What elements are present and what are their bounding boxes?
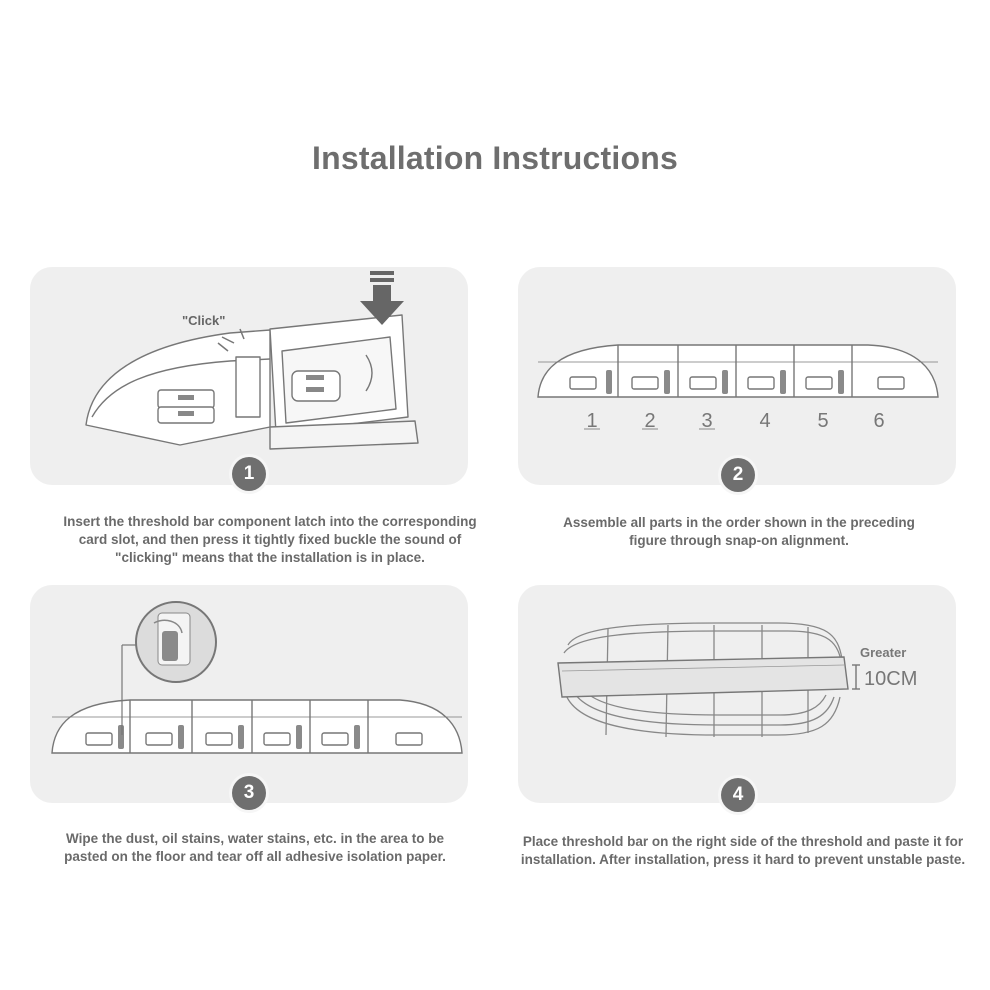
step-1-badge: 1 bbox=[232, 457, 266, 491]
step-4-illustration: Greater 10CM bbox=[557, 622, 917, 738]
click-label: "Click" bbox=[182, 313, 225, 328]
step-1-illustration: "Click" bbox=[85, 271, 419, 450]
step-3-caption: Wipe the dust, oil stains, water stains,… bbox=[64, 831, 446, 864]
step-4-caption: Place threshold bar on the right side of… bbox=[520, 834, 966, 867]
step-2-illustration: 1 2 3 4 5 6 bbox=[537, 344, 939, 432]
part-number-5: 5 bbox=[817, 410, 828, 432]
part-number-2: 2 bbox=[644, 410, 655, 432]
measure-value: 10CM bbox=[864, 668, 917, 690]
step-2-caption: Assemble all parts in the order shown in… bbox=[563, 515, 915, 548]
part-number-3: 3 bbox=[701, 410, 712, 432]
step-3-illustration bbox=[51, 601, 463, 754]
page-title: Installation Instructions bbox=[312, 140, 678, 176]
part-number-6: 6 bbox=[873, 410, 884, 432]
measure-label: Greater bbox=[860, 645, 906, 660]
step-2-badge: 2 bbox=[721, 458, 755, 492]
part-number-4: 4 bbox=[759, 410, 770, 432]
step-3-panel bbox=[30, 585, 468, 803]
step-4-badge: 4 bbox=[721, 778, 755, 812]
step-3-badge: 3 bbox=[232, 776, 266, 810]
part-number-1: 1 bbox=[586, 410, 597, 432]
step-1-caption: Insert the threshold bar component latch… bbox=[63, 514, 477, 565]
